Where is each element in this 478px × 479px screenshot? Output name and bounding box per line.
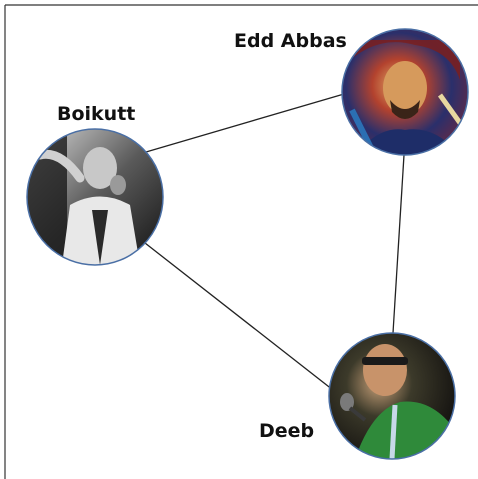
node-deeb[interactable] xyxy=(328,332,456,460)
deeb-photo xyxy=(329,333,455,459)
edd-abbas-border xyxy=(341,28,469,156)
edd-abbas-photo xyxy=(342,29,468,155)
label-deeb: Deeb xyxy=(259,420,314,442)
deeb-border xyxy=(328,332,456,460)
boikutt-border xyxy=(26,128,164,266)
label-edd-abbas: Edd Abbas xyxy=(234,30,347,52)
edge-boikutt-deeb xyxy=(144,242,334,391)
label-boikutt: Boikutt xyxy=(57,103,135,125)
edge-boikutt-edd-abbas xyxy=(145,93,345,153)
node-edd-abbas[interactable] xyxy=(341,28,469,156)
edge-edd-abbas-deeb xyxy=(392,154,405,334)
node-boikutt[interactable] xyxy=(26,128,164,266)
